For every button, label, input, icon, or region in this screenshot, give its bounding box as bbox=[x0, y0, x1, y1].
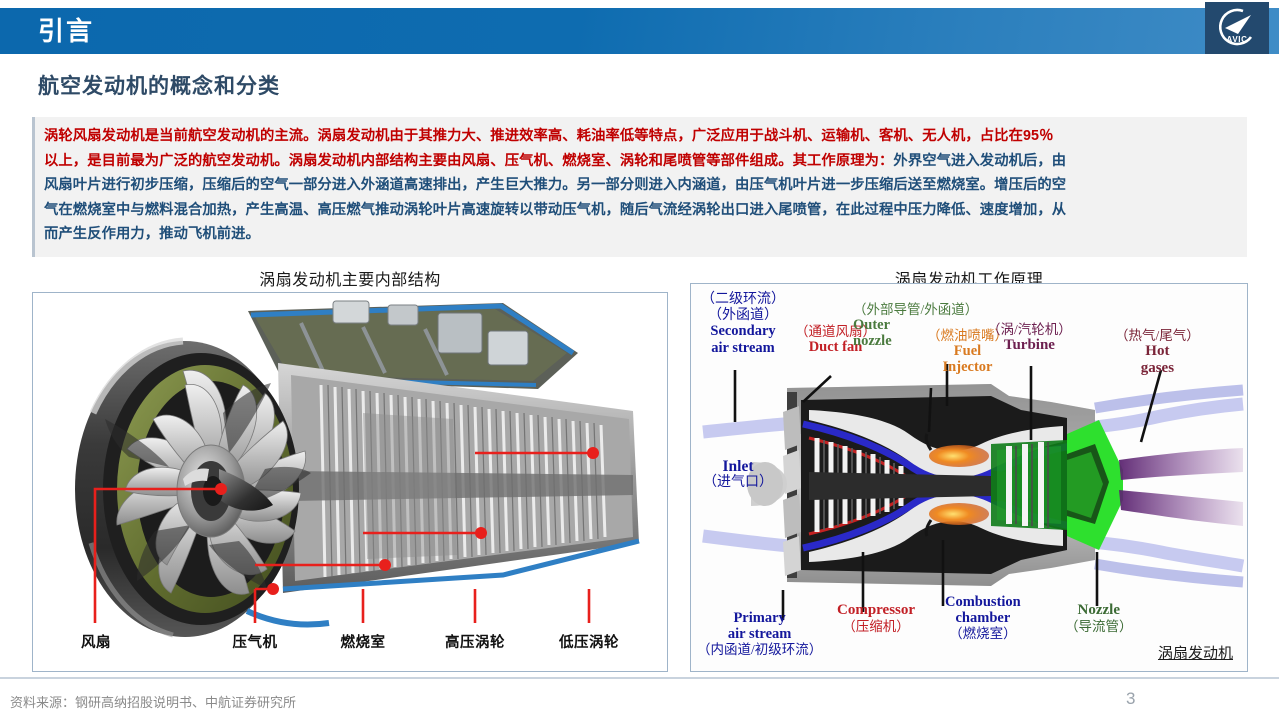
label-fuel-injector: （燃油喷嘴） Fuel Injector bbox=[927, 328, 1008, 376]
label-turbine: （涡/汽轮机） Turbine bbox=[987, 322, 1072, 354]
paragraph-run: 气在燃烧室中与燃料混合加热，产生高温、高压燃气推动涡轮叶片高速旋转以带动压气机，… bbox=[44, 201, 1067, 218]
diagram-watermark-label: 涡扇发动机 bbox=[1157, 646, 1233, 662]
paragraph-line-1: 涡轮风扇发动机是当前航空发动机的主流。涡扇发动机由于其推力大、推进效率高、耗油率… bbox=[44, 124, 1237, 149]
header-bar bbox=[0, 8, 1279, 54]
footer-divider bbox=[0, 677, 1279, 679]
engine-principle-artwork bbox=[691, 284, 1247, 671]
avic-logo: AVIC bbox=[1205, 2, 1269, 54]
paragraph-run: 涡轮风扇发动机是当前航空发动机的主流。涡扇发动机由于其推力大、推进效率高、耗油率… bbox=[44, 128, 1054, 144]
callout-label-fan: 风扇 bbox=[81, 635, 111, 651]
engine-cutaway-artwork bbox=[33, 293, 667, 671]
callout-label-hp-turbine: 高压涡轮 bbox=[445, 635, 505, 651]
callout-label-combustor: 燃烧室 bbox=[340, 635, 386, 651]
paragraph-line-3: 风扇叶片进行初步压缩，压缩后的空气一部分进入外涵道高速排出，产生巨大推力。另一部… bbox=[44, 173, 1237, 198]
engine-cutaway-image: 风扇 压气机 燃烧室 高压涡轮 低压涡轮 bbox=[33, 293, 667, 671]
label-primary-air-stream: Primary air stream （内函道/初级环流） bbox=[697, 610, 823, 658]
engine-principle-image: （二级环流） （外函道） Secondary air stream （通道风扇）… bbox=[691, 284, 1247, 671]
label-duct-fan: （通道风扇） Duct fan bbox=[795, 324, 876, 356]
paragraph-run: 以上，是目前最为广泛的航空发动机。涡扇发动机内部结构主要由风扇、压气机、燃烧室、… bbox=[44, 152, 894, 169]
summary-paragraph: 涡轮风扇发动机是当前航空发动机的主流。涡扇发动机由于其推力大、推进效率高、耗油率… bbox=[32, 117, 1247, 257]
callout-label-lp-turbine: 低压涡轮 bbox=[559, 635, 619, 651]
paragraph-line-4: 气在燃烧室中与燃料混合加热，产生高温、高压燃气推动涡轮叶片高速旋转以带动压气机，… bbox=[44, 198, 1237, 223]
paragraph-run: 风扇叶片进行初步压缩，压缩后的空气一部分进入外涵道高速排出，产生巨大推力。另一部… bbox=[44, 177, 1067, 194]
paragraph-line-2: 以上，是目前最为广泛的航空发动机。涡扇发动机内部结构主要由风扇、压气机、燃烧室、… bbox=[44, 149, 1237, 174]
caption-left: 涡扇发动机主要内部结构 bbox=[259, 272, 441, 289]
paragraph-line-5: 而产生反作用力，推动飞机前进。 bbox=[44, 222, 1237, 247]
label-inlet: Inlet （进气口） bbox=[703, 458, 773, 491]
section-title: 航空发动机的概念和分类 bbox=[38, 75, 280, 98]
label-combustion-chamber: Combustion chamber （燃烧室） bbox=[945, 594, 1021, 642]
engine-principle-figure: （二级环流） （外函道） Secondary air stream （通道风扇）… bbox=[690, 283, 1248, 672]
engine-cutaway-figure: 风扇 压气机 燃烧室 高压涡轮 低压涡轮 bbox=[32, 292, 668, 672]
label-outer-nozzle: （外部导管/外函道） Outer nozzle bbox=[853, 302, 979, 350]
callout-label-compressor: 压气机 bbox=[232, 635, 278, 651]
label-hot-gases: （热气/尾气） Hot gases bbox=[1115, 328, 1200, 376]
paragraph-run: 外界空气进入发动机后，由 bbox=[893, 152, 1067, 169]
page-title: 引言 bbox=[38, 16, 95, 46]
svg-text:AVIC: AVIC bbox=[1227, 35, 1248, 44]
label-compressor: Compressor （压缩机） bbox=[837, 602, 916, 634]
page-number: 3 bbox=[1126, 689, 1136, 708]
label-secondary-air-stream: （二级环流） （外函道） Secondary air stream bbox=[701, 292, 785, 356]
source-note: 资料来源：钢研高纳招股说明书、中航证券研究所 bbox=[10, 695, 297, 710]
label-nozzle: Nozzle （导流管） bbox=[1065, 602, 1133, 634]
paragraph-run: 而产生反作用力，推动飞机前进。 bbox=[44, 226, 260, 243]
avic-logo-icon: AVIC bbox=[1219, 8, 1253, 46]
